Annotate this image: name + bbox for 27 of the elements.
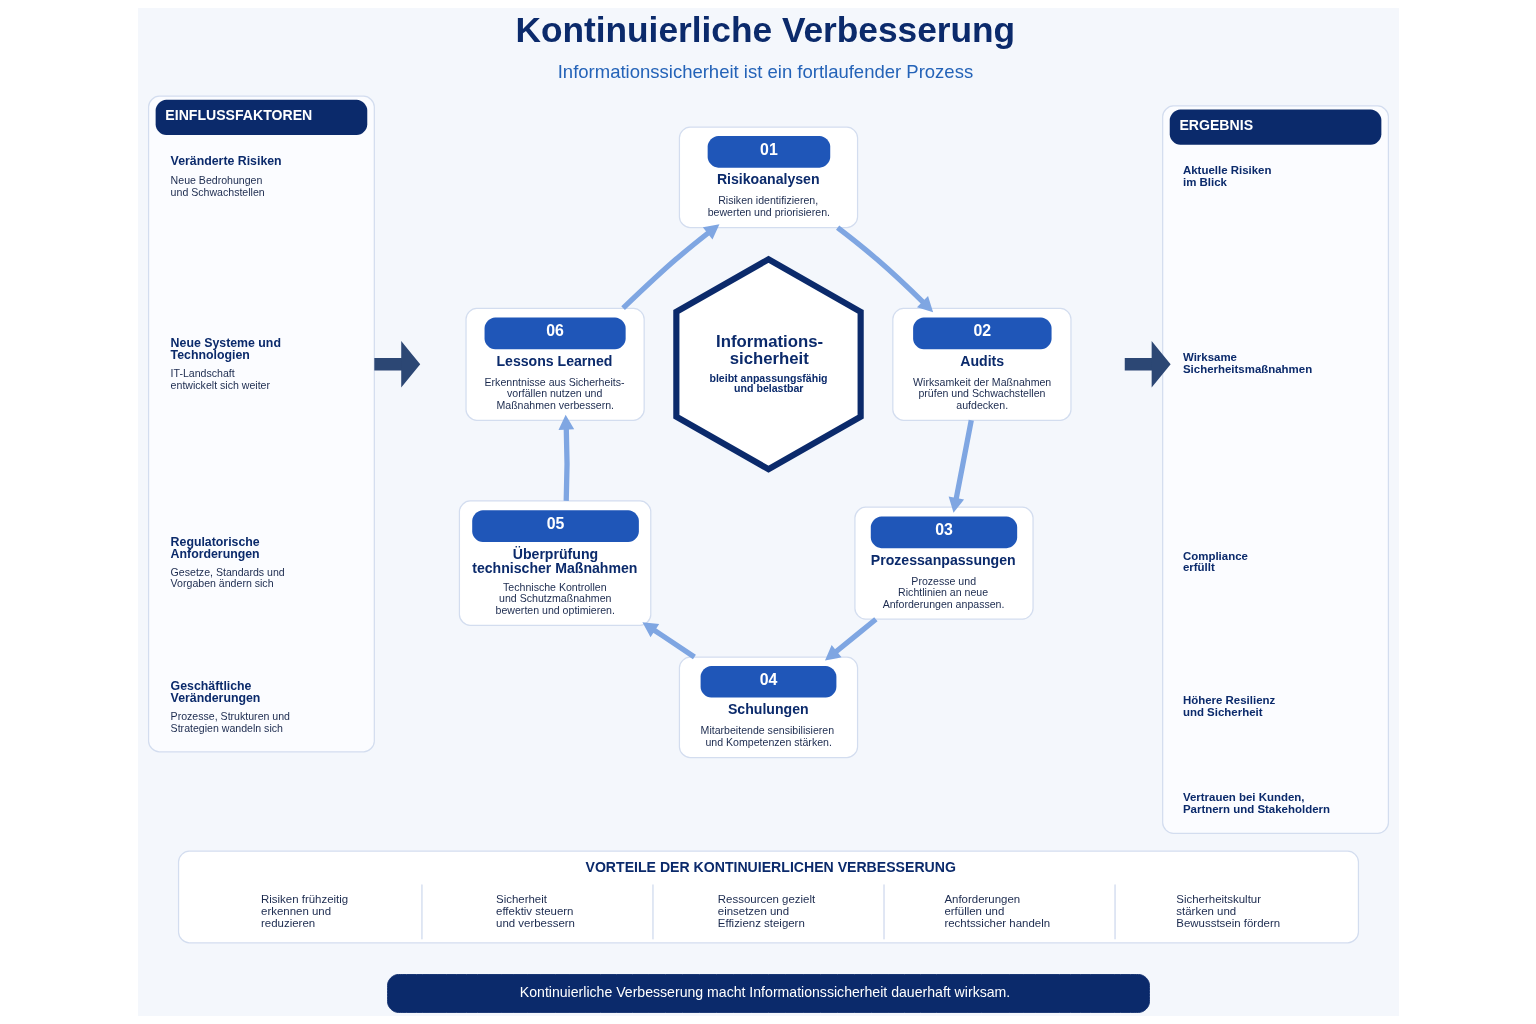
node-box: 03 Prozessanpassungen Prozesse und Richtlinien an neue Anforderungen anpassen.: [853, 506, 1034, 620]
node-box: VORTEILE DER KONTINUIERLICHEN VERBESSERUNG Risiken frühzeitig erkennen und reduzieren Sicherheit effektiv steuern und verbessern Ressourcen gezielt einsetzen und Effizienz steigern Anforderungen erfüllen und rechtssicher handeln Sicherheitskultur stärken und Bewusstsein fördern: [177, 850, 1359, 944]
node-box: Kontinuierliche Verbesserung macht Informationssicherheit dauerhaft wirksam.: [386, 974, 1150, 1013]
node-box: 01 Risikoanalysen Risiken identifizieren, bewerten und priorisieren.: [678, 126, 858, 229]
arrow: [835, 225, 933, 313]
node-text: Compliance erfüllt: [1182, 549, 1248, 574]
node-text: Höhere Resilienz und Sicherheit: [1182, 694, 1275, 718]
node-box: 02 Audits Wirksamkeit der Maßnahmen prüfen und Schwachstellen aufdecken.: [891, 307, 1072, 421]
arrow: [558, 414, 574, 501]
label: Informationssicherheit ist ein fortlaufender Prozess: [557, 60, 973, 82]
node-box: 04 Schulungen Mitarbeitende sensibilisieren und Kompetenzen stärken.: [678, 656, 858, 759]
arrow: [948, 419, 974, 513]
arrow: [641, 622, 696, 660]
node-text: Geschäftliche Veränderungen Prozesse, Strukturen und Strategien wandeln sich: [170, 678, 290, 734]
node-text: Neue Systeme und Technologien IT-Landschaft entwickelt sich weiter: [170, 335, 281, 391]
node-text: Aktuelle Risiken im Blick: [1182, 164, 1271, 188]
arrow: [824, 617, 878, 661]
arrow: [620, 224, 719, 311]
diagram-title: Kontinuierliche Verbesserung: [514, 10, 1015, 50]
node-text: Wirksame Sicherheitsmaßnahmen: [1182, 351, 1312, 375]
node-text: Vertrauen bei Kunden, Partnern und Stakeholdern: [1182, 791, 1330, 815]
arrow: [1124, 341, 1171, 388]
node-text: Regulatorische Anforderungen Gesetze, Standards und Vorgaben ändern sich: [170, 534, 285, 590]
arrow: [373, 341, 420, 388]
node-box: 06 Lessons Learned Erkenntnisse aus Sicherheits- vorfällen nutzen und Maßnahmen verbessern.: [464, 307, 645, 421]
node-box: 05 Überprüfung technischer Maßnahmen Technische Kontrollen und Schutzmaßnahmen bewerten und optimieren.: [458, 500, 651, 626]
node-text: Veränderte Risiken Neue Bedrohungen und Schwachstellen: [170, 154, 282, 198]
